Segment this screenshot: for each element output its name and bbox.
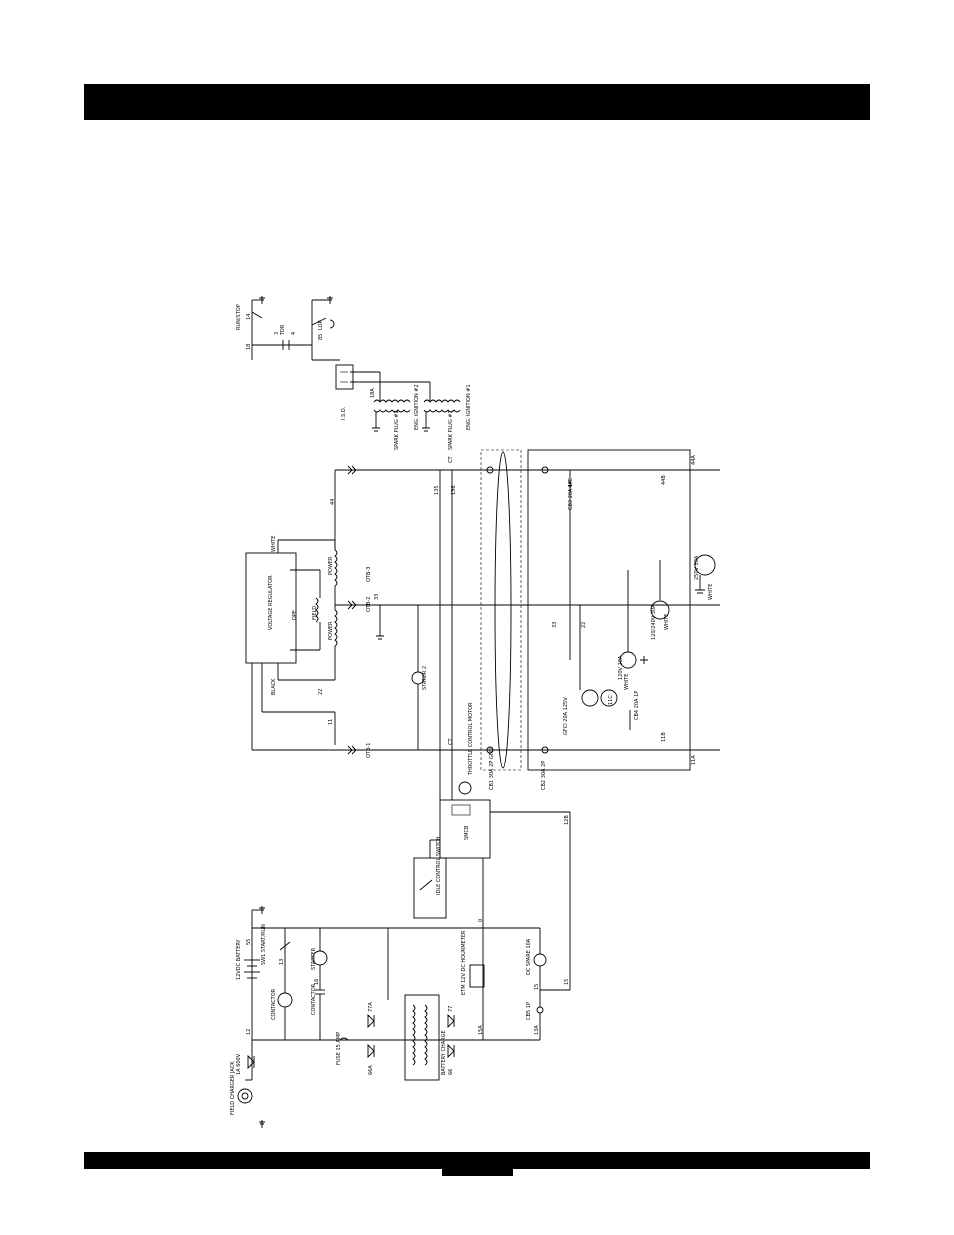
power-label-1: POWER — [328, 556, 334, 575]
wire-label-15b: 15 — [564, 979, 570, 985]
etm-label: ETM 12V DC HOURMETER — [461, 930, 467, 995]
field-label: FIELD — [312, 606, 318, 620]
wire-label-3: 3 — [274, 332, 280, 335]
wire-label-15a: 15A — [478, 1025, 484, 1035]
dpe-label: DPE — [292, 610, 298, 620]
start-switch-label: SW1 START/RUN — [261, 924, 267, 965]
wire-label-22b: 22 — [581, 622, 587, 628]
recept-twist-label: 120/240V 30A — [651, 604, 657, 640]
recept-gfci-label: GFCI 20A 125V — [563, 697, 569, 735]
isd-label: I.S.D. — [341, 406, 347, 420]
black-wire-label: BLACK — [271, 678, 277, 695]
wire-label-0: 0 — [478, 919, 484, 922]
wire-label-66a: 66A — [368, 1065, 374, 1075]
engine-section: RUN/STOP TDR LOP I.S.D. ENG. IGNITION #2… — [236, 296, 472, 450]
cb4-label: CB4 20A 1P — [634, 691, 640, 720]
otb2-label: OTB-2 — [366, 597, 372, 612]
wire-label-11a: 11A — [691, 755, 697, 765]
cb1-label: CB1 30A 2P GFCI — [489, 747, 495, 790]
wire-label-12: 12 — [246, 1029, 252, 1035]
white-label-2: WHITE — [664, 614, 670, 630]
stator-2-label: STATOR 2 — [422, 666, 428, 690]
wire-label-77a: 77A — [368, 1002, 374, 1012]
otb1-label: OTB-1 — [366, 743, 372, 758]
contactor-label-1: CONTACTOR — [271, 988, 277, 1020]
lop-label: LOP — [318, 320, 324, 330]
runstop-label: RUN/STOP — [236, 304, 242, 330]
recept-250v-label: 250V 30A — [694, 555, 700, 580]
generator-section: VOLTAGE REGULATOR WHITE BLACK DPE FIELD … — [245, 456, 720, 770]
smcb-label: SMCB — [464, 825, 470, 840]
wire-label-135: 135 — [434, 485, 440, 495]
spark-plug-2-label: SPARK PLUG #2 — [394, 410, 400, 450]
page-number-tab — [442, 1152, 513, 1176]
fuse-label: FUSE 15 AMP — [336, 1032, 342, 1065]
otb3-label: OTB-3 — [366, 567, 372, 582]
wire-label-77: 77 — [448, 1006, 454, 1012]
wire-label-33b: 33 — [552, 622, 558, 628]
wire-label-85: 85 — [318, 334, 324, 340]
control-section: THROTTLE CONTROL MOTOR IDLE CONTROL SWIT… — [230, 702, 571, 1128]
ign-coil-2-label: ENG. IGNITION #2 — [414, 384, 420, 430]
wire-label-14: 14 — [246, 314, 252, 320]
contactor-label-2: CONTACTOR — [311, 983, 317, 1015]
wire-label-55: 55 — [246, 939, 252, 945]
wire-label-44a: 44A — [691, 455, 697, 465]
wire-label-33: 33 — [374, 594, 380, 600]
wire-label-4: 4 — [291, 332, 297, 335]
wire-label-13: 13 — [279, 959, 285, 965]
ct-label-top: CT — [448, 456, 454, 463]
charger-jack-label: FIELD CHARGER JACK — [230, 1061, 236, 1115]
cb5-label: CB5 1P — [526, 1002, 532, 1020]
recept-120v-label: 120V 20A — [618, 655, 624, 680]
white-label-1: WHITE — [708, 584, 714, 600]
cb6-label: DC SPARE 10A — [526, 938, 532, 975]
battery-charge-label: BATTERY CHARGE — [441, 1030, 447, 1075]
voltage-regulator-label: VOLTAGE REGULATOR — [268, 575, 274, 630]
wire-label-1a: 1A 600V — [236, 1053, 242, 1075]
wire-label-136: 136 — [451, 485, 457, 495]
header-bar — [84, 84, 870, 120]
throttle-label: THROTTLE CONTROL MOTOR — [468, 702, 474, 776]
power-label-2: POWER — [328, 621, 334, 640]
wire-label-44b: 44B — [661, 475, 667, 485]
wire-label-11b: 11B — [661, 732, 667, 742]
wire-label-44: 44 — [330, 499, 336, 505]
wire-label-18a: 18A — [370, 388, 376, 398]
ign-coil-1-label: ENG. IGNITION #1 — [466, 384, 472, 430]
white-wire-label: WHITE — [271, 536, 277, 552]
cb3-label: CB3 20A 1P — [568, 481, 574, 510]
wire-label-44c: 44C — [568, 478, 574, 488]
wire-label-15: 15 — [534, 984, 540, 990]
wire-label-16: 16 — [314, 979, 320, 985]
wire-label-11: 11 — [328, 719, 334, 725]
cb2-label: CB2 30A 2P — [541, 761, 547, 790]
wire-label-11c: 11C — [608, 695, 614, 705]
wire-label-22: 22 — [318, 689, 324, 695]
wire-label-66: 66 — [448, 1069, 454, 1075]
wire-label-18: 18 — [246, 344, 252, 350]
spark-plug-1-label: SPARK PLUG #1 — [448, 410, 454, 450]
starter-label: STARTER — [311, 947, 317, 970]
battery-label: 12VDC BATTERY — [236, 938, 242, 980]
output-section: CB1 30A 2P GFCI CB2 30A 2P CB3 20A 1P CB… — [480, 449, 720, 790]
white-label-3: WHITE — [624, 674, 630, 690]
wire-label-12b: 12B — [564, 815, 570, 825]
ct-label-bottom: CT — [448, 738, 454, 745]
tdr-label: TDR — [280, 324, 286, 336]
wire-label-13a: 13A — [534, 1025, 540, 1035]
idle-switch-label: IDLE CONTROL SWITCH — [436, 836, 442, 895]
